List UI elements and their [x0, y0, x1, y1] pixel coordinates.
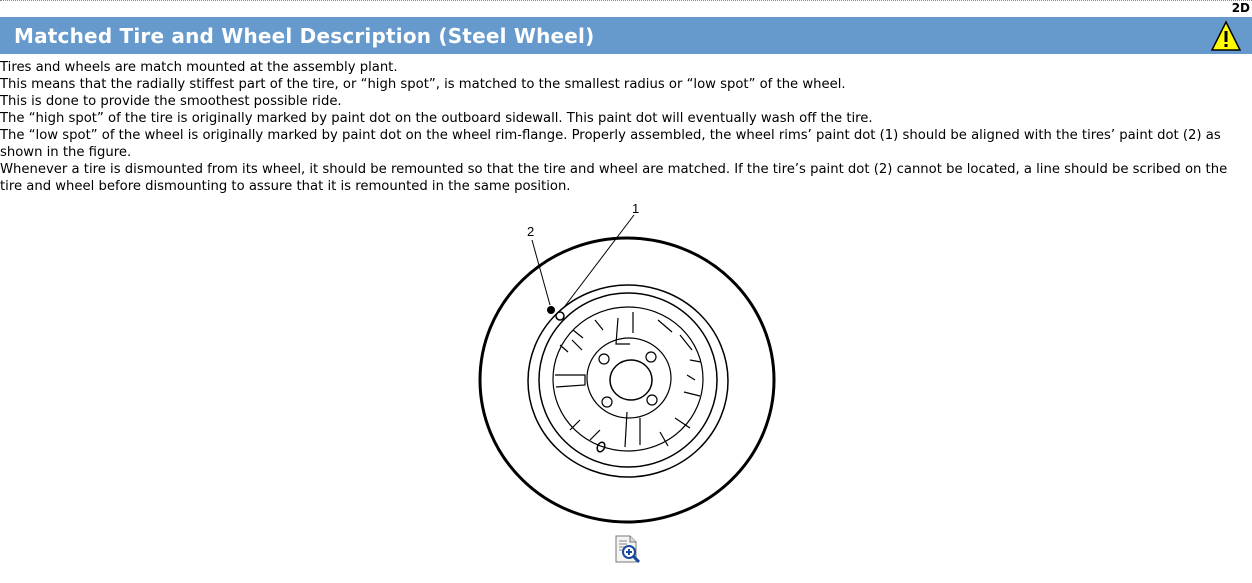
tire-wheel-figure: 1 2	[478, 201, 776, 524]
paragraph: The “high spot” of the tire is originall…	[0, 111, 873, 126]
warning-icon	[1210, 20, 1242, 51]
paragraph: The “low spot” of the wheel is originall…	[0, 128, 1221, 160]
tire-paint-dot	[547, 306, 555, 314]
lug-nuts	[598, 351, 658, 408]
wheel-disc	[552, 306, 704, 452]
rim-inner	[538, 292, 718, 468]
wheel-vents	[555, 312, 702, 448]
description-text: Tires and wheels are match mounted at th…	[0, 59, 1250, 195]
section-header: Matched Tire and Wheel Description (Stee…	[0, 17, 1252, 54]
wheel-paint-dot	[555, 311, 565, 321]
center-hole	[609, 359, 653, 401]
page-badge: 2D	[1231, 1, 1250, 15]
callout-1: 1	[632, 201, 639, 216]
top-divider	[0, 0, 1252, 1]
callout-line-2	[531, 239, 551, 306]
paragraph: Whenever a tire is dismounted from its w…	[0, 162, 1228, 194]
callout-line-1	[564, 214, 635, 307]
callout-2: 2	[527, 224, 534, 239]
zoom-in-document-icon[interactable]	[614, 534, 642, 564]
valve-stem	[596, 441, 606, 453]
paragraph: This means that the radially stiffest pa…	[0, 77, 846, 92]
rim-flange	[527, 284, 729, 478]
page-title: Matched Tire and Wheel Description (Stee…	[14, 24, 595, 48]
tire-outline	[478, 236, 776, 524]
paragraph: Tires and wheels are match mounted at th…	[0, 60, 398, 75]
paragraph: This is done to provide the smoothest po…	[0, 94, 342, 109]
bolt-circle	[586, 337, 672, 419]
